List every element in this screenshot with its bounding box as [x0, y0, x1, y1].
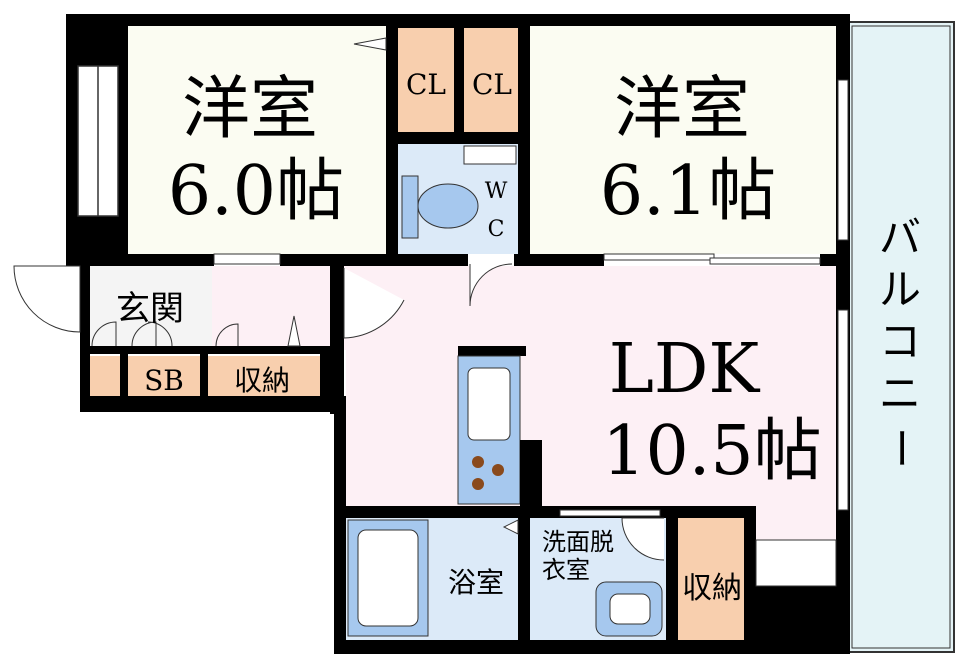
ldk-name: LDK — [609, 330, 761, 409]
closet-1-door-arrow — [353, 37, 387, 51]
western-room-1-name: 洋室 — [182, 70, 318, 149]
storage-door-swing — [215, 323, 239, 347]
balcony-char-5: ー — [876, 427, 925, 469]
closet-1-label: CL — [406, 68, 446, 101]
closet-2 — [464, 28, 520, 132]
wc-label-w: W — [485, 179, 508, 204]
wc-label-c: C — [488, 217, 505, 242]
washroom-door-slide — [559, 509, 661, 517]
shoe-box-label: SB — [144, 364, 184, 397]
sb-door-swing-1 — [91, 321, 117, 347]
closet-bottom-wall — [386, 132, 528, 144]
washroom-label-1: 洗面脱 — [542, 528, 614, 556]
closet-2-label: CL — [472, 68, 512, 101]
ldk-door-swing — [343, 268, 405, 339]
storage-door-arrow — [287, 315, 301, 347]
storage-entrance — [208, 356, 320, 396]
storage-small — [90, 356, 120, 396]
western-room-2-name: 洋室 — [614, 70, 750, 149]
bath-wet-wall-top — [334, 506, 754, 518]
wall-corner-block — [748, 586, 850, 654]
washroom-label-2: 衣室 — [542, 556, 590, 584]
kitchen-wall-right — [520, 440, 542, 510]
storage-divider-2 — [200, 350, 208, 398]
window-right-lower — [837, 309, 849, 511]
sb-door-swing-3 — [147, 321, 173, 347]
toilet-bowl — [417, 183, 479, 229]
balcony-char-3: コ — [879, 317, 921, 366]
shoe-box — [128, 356, 200, 396]
sliding-door-room2-a — [603, 253, 715, 261]
hallway — [212, 266, 346, 350]
wall-mid-center — [280, 254, 468, 266]
washroom-door-swing — [621, 517, 665, 561]
sb-door-swing-2 — [131, 321, 157, 347]
wc-door-swing — [469, 263, 513, 307]
balcony-char-4: ニ — [879, 369, 921, 418]
bathtub-inner — [357, 529, 419, 627]
balcony-char-2: ル — [879, 265, 921, 314]
entrance-hall — [90, 266, 212, 350]
balcony-area — [848, 22, 954, 652]
wall-mid-left — [66, 254, 214, 266]
balcony-inner-rail — [851, 25, 951, 649]
bath-label: 浴室 — [448, 566, 504, 599]
closet-divider — [454, 20, 464, 132]
wall-mid-right — [514, 254, 604, 266]
wall-mid-far — [820, 254, 844, 266]
western-room-1 — [128, 26, 386, 254]
wc-counter — [463, 145, 517, 165]
bath-door-arrow — [502, 519, 519, 535]
closet-1 — [398, 28, 454, 132]
sliding-door-room1 — [213, 253, 281, 265]
entrance-wall-v — [330, 264, 344, 414]
outer-wall-bottom — [334, 640, 850, 654]
stove-burner-1 — [472, 456, 484, 468]
western-room-1-size: 6.0帖 — [168, 152, 344, 231]
storage-wash — [678, 518, 744, 640]
storage-divider-1 — [120, 350, 128, 398]
wc-right-wall — [518, 20, 530, 266]
wash-wall-right — [666, 506, 678, 652]
outer-wall-entrance-bottom — [80, 396, 346, 412]
stove-burner-2 — [492, 464, 504, 476]
ldk-size: 10.5帖 — [602, 412, 821, 491]
kitchen-wall-top — [458, 346, 526, 356]
bath-wall-right — [518, 518, 530, 642]
western-room-2 — [530, 26, 836, 254]
outer-wall-left-lower — [80, 264, 90, 412]
toilet-tank — [401, 175, 419, 239]
ldk-side-box — [755, 539, 837, 587]
western-room-2-size: 6.1帖 — [600, 152, 776, 231]
kitchen-sink — [467, 367, 511, 441]
ldk-room — [346, 266, 836, 512]
washing-machine — [609, 593, 651, 625]
storage-entrance-label: 収納 — [234, 364, 290, 397]
entrance-label: 玄関 — [116, 289, 184, 329]
storage-divider-3 — [320, 350, 332, 398]
storage-wash-wall-right — [744, 506, 756, 652]
storage-wash-label: 収納 — [682, 571, 742, 606]
outer-wall-bath-left — [334, 400, 346, 654]
balcony-char-1: バ — [879, 213, 921, 262]
sliding-door-room2-b — [709, 257, 821, 265]
window-right-upper — [837, 79, 849, 241]
entrance-storage-wall — [90, 346, 330, 354]
stove-burner-3 — [472, 478, 484, 490]
front-door-swing — [13, 265, 81, 333]
